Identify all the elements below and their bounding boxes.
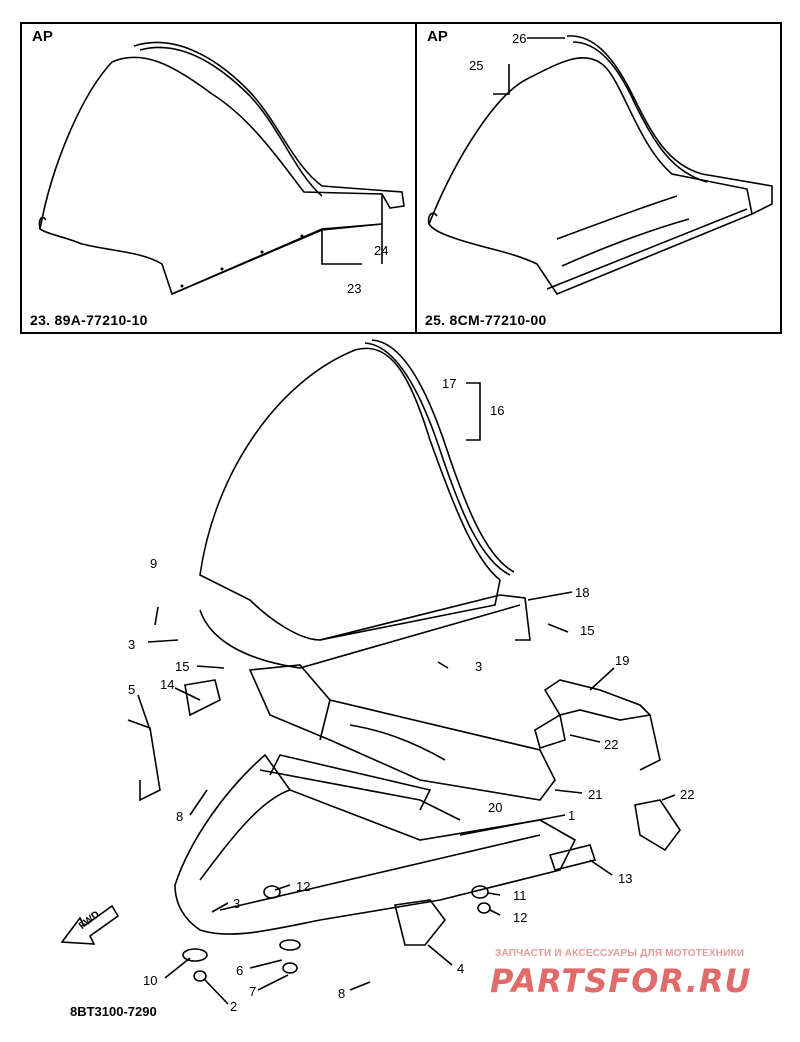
windscreen-shape [199, 347, 501, 641]
panel-caption: 25. 8CM-77210-00 [425, 312, 547, 328]
variant-panel-right: AP 26 25 25. 8CM-77210-00 [415, 22, 782, 334]
callout-label: 18 [575, 585, 590, 600]
callout-label: 19 [615, 653, 630, 668]
callout-label: 25 [469, 58, 484, 73]
callout-label: 21 [588, 787, 603, 802]
callout-label: 20 [488, 800, 503, 815]
variant-panel-left: AP 24 23 23. 89A-77210-10 [20, 22, 417, 334]
callout-label: 8 [176, 809, 184, 824]
callout-label: 10 [143, 973, 158, 988]
callout-label: 2 [230, 999, 238, 1014]
callout-label: 15 [580, 623, 595, 638]
callout-label: 3 [128, 637, 136, 652]
callout-label: 4 [457, 961, 465, 976]
callout-label: 15 [175, 659, 190, 674]
callout-label: 12 [296, 879, 311, 894]
callout-label: 13 [618, 871, 633, 886]
callout-label: 5 [128, 682, 136, 697]
callout-label: 9 [150, 556, 158, 571]
callout-label: 16 [490, 403, 505, 418]
callout-label: 14 [160, 677, 175, 692]
callout-label: 3 [233, 896, 241, 911]
callout-label: 6 [236, 963, 244, 978]
callout-label: 22 [680, 787, 695, 802]
callout-label: 12 [513, 910, 528, 925]
callout-label: 3 [475, 659, 483, 674]
panel-tag: AP [427, 28, 448, 45]
callout-label: 11 [513, 888, 527, 903]
watermark-tagline: ЗАПЧАСТИ И АКСЕССУАРЫ ДЛЯ МОТОТЕХНИКИ [495, 948, 745, 959]
windshield-variant-25-drawing [427, 35, 773, 295]
panel-tag: AP [32, 28, 53, 45]
callout-label: 24 [374, 243, 389, 258]
callout-label: 23 [347, 281, 362, 296]
watermark-brand: PARTSFOR.RU [490, 962, 752, 1000]
diagram-code: 8BT3100-7290 [70, 1004, 157, 1019]
windshield-variant-23-drawing [38, 41, 405, 296]
callout-label: 7 [249, 984, 257, 999]
callout-label: 26 [512, 31, 527, 46]
panel-caption: 23. 89A-77210-10 [30, 312, 148, 328]
callout-label: 17 [442, 376, 457, 391]
callout-label: 22 [604, 737, 619, 752]
callout-label: 1 [568, 808, 576, 823]
callout-label: 8 [338, 986, 346, 1001]
